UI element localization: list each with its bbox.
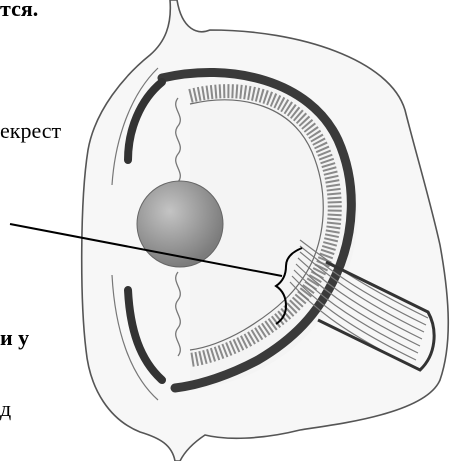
lens — [137, 181, 223, 267]
